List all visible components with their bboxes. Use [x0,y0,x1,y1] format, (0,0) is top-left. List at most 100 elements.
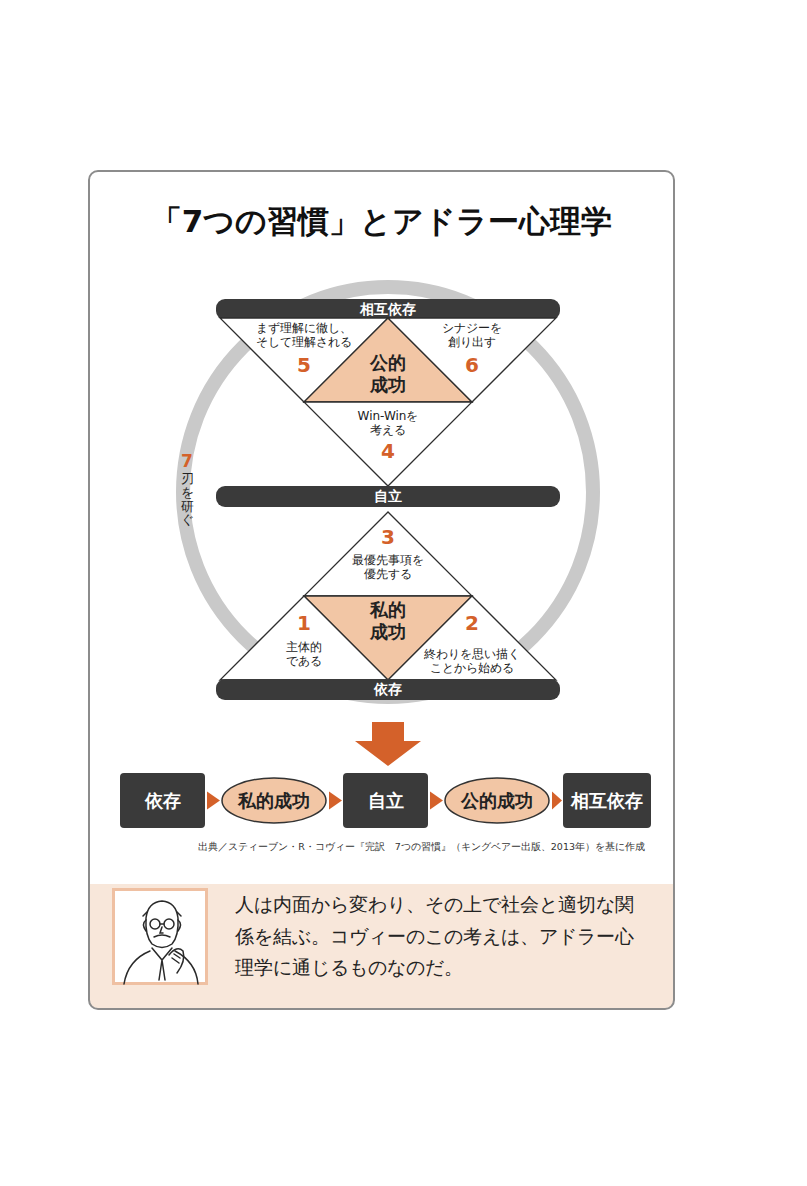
triangle-outline [304,402,472,486]
portrait [114,890,207,985]
portrait-lines [124,901,198,984]
title: 「7つの習慣」とアドラー心理学 [151,201,613,241]
text-line: 公的 [370,352,406,374]
habit-text: 主体的 である [286,640,322,668]
text-line: そして理解される [256,335,352,349]
text-line: 最優先事項を [352,553,424,567]
quote-panel: 人は内面から変わり、その上で社会と適切な関係を結ぶ。コヴィーのこの考えは、アドラ… [90,884,673,1008]
success-label: 公的成功 [461,790,533,812]
success-label: 私的 成功 [370,599,406,643]
text-line: 6 [465,354,479,376]
portrait-glass [164,919,174,929]
text-line: 依存 [374,681,402,698]
text-line: ことから始める [424,662,520,676]
habit-triangle: 2 終わりを思い描く ことから始める [388,596,556,680]
habit-triangle: 1 主体的 である [220,596,388,680]
habit-number: 2 [465,612,479,634]
flow-arrow [552,792,562,810]
text-line: 私的成功 [238,790,310,812]
portrait-frame [114,890,207,984]
text-line: 相互依存 [571,790,643,812]
text-line: 3 [381,526,395,548]
portrait-bridge [160,923,164,925]
stage-box: 依存 [120,773,205,828]
triangle-outline [304,512,472,596]
band-label: 依存 [374,681,402,698]
text-line: 優先する [352,567,424,581]
band-label: 相互依存 [360,301,416,318]
text-line: 7 [181,452,193,470]
cycle-ring: 相互依存まず理解に徹し、 そして理解される 5 公的 成功 シナジーを 創り出す 6Wi… [176,280,600,704]
text-line: 自立 [368,790,404,812]
portrait-hand [169,949,184,973]
habit-text: 最優先事項を 優先する [352,553,424,581]
triangle-outline [388,596,556,680]
success-ellipse: 私的成功 [221,777,327,824]
portrait-head [146,901,178,948]
text-line: 終わりを思い描く [424,648,520,662]
habit-number: 1 [297,612,311,634]
stage-band: 依存 [216,679,560,700]
habit-number: 5 [297,354,311,376]
success-label: 私的成功 [238,790,310,812]
text-line: 5 [297,354,311,376]
habit-text: まず理解に徹し、 そして理解される [256,321,352,349]
habit-number: 7 [181,452,193,470]
ellipse-outline [222,778,326,823]
text-line: 4 [381,440,395,462]
habit-text: Win-Winを 考える [358,409,419,437]
portrait-nose [160,927,163,933]
text-line: 私的 [370,599,406,621]
habit-triangle: 3 最優先事項を 優先する [304,512,472,596]
habit-text: 終わりを思い描く ことから始める [424,648,520,675]
text-line: 成功 [370,621,406,643]
portrait-glass [150,919,160,929]
stage-box: 相互依存 [563,773,651,828]
text-line: 公的成功 [461,790,533,812]
triangle-outline [388,318,556,402]
success-label: 公的 成功 [370,352,406,396]
portrait-ears [144,920,181,931]
ring-outline [183,287,593,697]
stage-band: 自立 [216,486,560,507]
stage-band: 相互依存 [216,299,560,320]
habit-number: 4 [381,440,395,462]
text-line: 相互依存 [360,301,416,318]
portrait-hair [143,912,181,916]
success-ellipse: 公的成功 [444,777,550,824]
text-line: 創り出す [442,335,502,349]
text-line: シナジーを [442,321,502,335]
text-line: 「7つの習慣」とアドラー心理学 [151,201,613,241]
habit-number: 6 [465,354,479,376]
quote-text: 人は内面から変わり、その上で社会と適切な関係を結ぶ。コヴィーのこの考えは、アドラ… [235,889,650,984]
text-line: である [286,654,322,668]
flow-arrow [430,792,443,810]
text-line: 考える [358,423,419,437]
card-border [89,171,674,1009]
text-line: 自立 [374,488,402,505]
flow-arrow [329,792,342,810]
habit-number: 3 [381,526,395,548]
quote-panel-ground [90,884,673,1008]
text-line: 2 [465,612,479,634]
habit-text: 刃を研ぐ [181,472,194,527]
stage-box: 自立 [343,773,428,828]
down-arrow [355,722,421,766]
flow-arrow [207,792,220,810]
text-line: 依存 [145,790,181,812]
habit-triangle: Win-Winを 考える 4 [304,402,472,486]
band-label: 自立 [374,488,402,505]
source-caption: 出典／スティーブン・R・コヴィー『完訳 7つの習慣』（キングベアー出版、2013… [198,840,645,854]
text-line: 1 [297,612,311,634]
stage-label: 依存 [145,790,181,812]
text-line: 主体的 [286,640,322,654]
text-line: 出典／スティーブン・R・コヴィー『完訳 7つの習慣』（キングベアー出版、2013… [198,840,645,854]
portrait-mustache [154,935,170,937]
habit-triangle: シナジーを 創り出す 6 [388,318,556,402]
stage-label: 自立 [368,790,404,812]
habit-text: シナジーを 創り出す [442,321,502,349]
triangle-outline [220,596,388,680]
text-line: 成功 [370,374,406,396]
text-line: Win-Winを [358,409,419,423]
